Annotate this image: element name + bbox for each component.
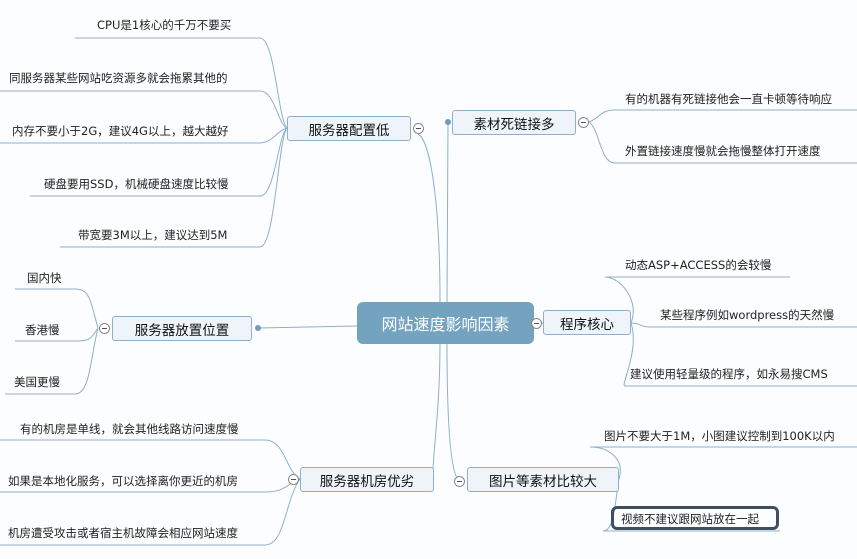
branch-media[interactable]: 图片等素材比较大 — [467, 467, 619, 492]
branch-location[interactable]: 服务器放置位置 — [112, 316, 252, 341]
leaf-topic[interactable]: 有的机房是单线，就会其他线路访问速度慢 — [20, 422, 239, 436]
branch-label: 素材死链接多 — [473, 116, 555, 133]
collapse-icon[interactable] — [413, 123, 424, 134]
leaf-topic-selected[interactable]: 视频不建议跟网站放在一起 — [621, 512, 759, 526]
branch-program[interactable]: 程序核心 — [543, 310, 631, 335]
leaf-topic[interactable]: 国内快 — [27, 271, 62, 285]
branch-label: 图片等素材比较大 — [489, 473, 597, 490]
collapse-icon[interactable] — [288, 474, 299, 485]
leaf-topic[interactable]: 机房遭受攻击或者宿主机故障会相应网站速度 — [8, 526, 238, 540]
leaf-topic[interactable]: 动态ASP+ACCESS的会较慢 — [625, 258, 772, 272]
leaf-topic[interactable]: 硬盘要用SSD，机械硬盘速度比较慢 — [44, 177, 229, 191]
collapse-icon[interactable] — [531, 318, 542, 329]
central-topic-label: 网站速度影响因素 — [381, 315, 510, 334]
leaf-topic[interactable]: 有的机器有死链接他会一直卡顿等待响应 — [625, 92, 832, 106]
leaf-topic[interactable]: CPU是1核心的千万不要买 — [97, 18, 232, 32]
collapse-icon[interactable] — [454, 476, 465, 487]
branch-label: 服务器机房优劣 — [319, 473, 415, 490]
connector-dot — [255, 325, 261, 331]
branch-datacenter[interactable]: 服务器机房优劣 — [300, 467, 434, 492]
collapse-icon[interactable] — [99, 323, 110, 334]
leaf-topic[interactable]: 建议使用轻量级的程序，如永易搜CMS — [630, 367, 828, 381]
leaf-topic[interactable]: 香港慢 — [25, 323, 60, 337]
branch-label: 服务器配置低 — [308, 122, 390, 139]
leaf-topic[interactable]: 某些程序例如wordpress的天然慢 — [660, 308, 835, 322]
connector-dot — [445, 119, 451, 125]
leaf-topic[interactable]: 美国更慢 — [14, 375, 60, 389]
leaf-topic[interactable]: 如果是本地化服务，可以选择离你更近的机房 — [8, 474, 238, 488]
leaf-topic[interactable]: 同服务器某些网站吃资源多就会拖累其他的 — [9, 71, 228, 85]
selection-highlight — [611, 506, 779, 530]
branch-label: 程序核心 — [560, 316, 614, 333]
branch-server-config[interactable]: 服务器配置低 — [287, 116, 411, 141]
branch-dead-links[interactable]: 素材死链接多 — [452, 110, 576, 135]
leaf-topic[interactable]: 带宽要3M以上，建议达到5M — [78, 228, 228, 242]
collapse-icon[interactable] — [578, 117, 589, 128]
central-topic[interactable]: 网站速度影响因素 — [357, 302, 534, 344]
leaf-topic[interactable]: 外置链接速度慢就会拖慢整体打开速度 — [625, 144, 821, 158]
leaf-topic[interactable]: 图片不要大于1M，小图建议控制到100K以内 — [604, 429, 835, 443]
branch-label: 服务器放置位置 — [134, 322, 230, 339]
leaf-topic[interactable]: 内存不要小于2G，建议4G以上，越大越好 — [12, 124, 229, 138]
